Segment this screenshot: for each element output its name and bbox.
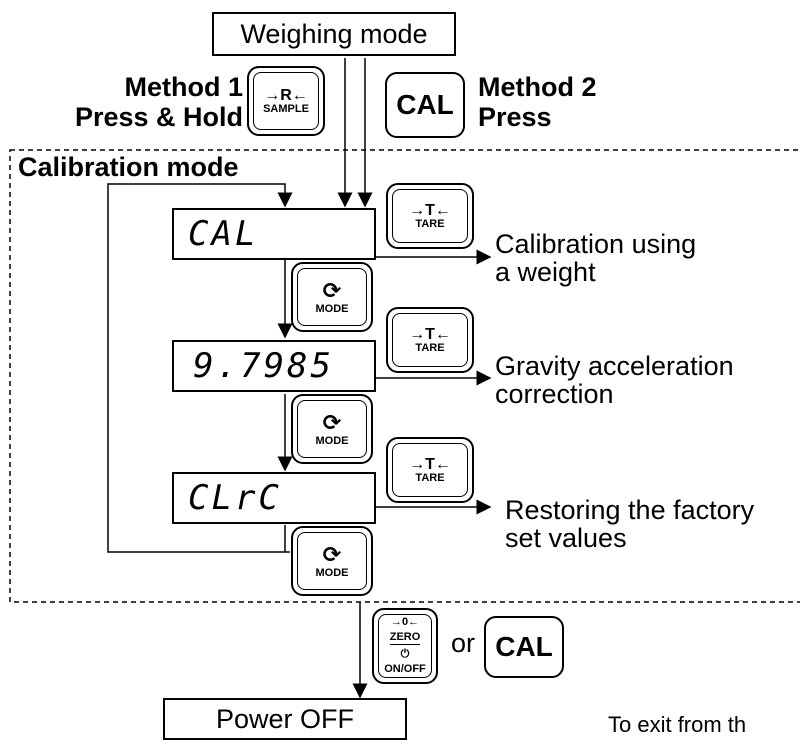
mode-key-1[interactable]: ⟳ MODE [291, 262, 373, 332]
tare-symbol-icon: →T← [409, 455, 451, 473]
loop-back-line [107, 183, 293, 553]
tare-symbol-icon: →T← [409, 201, 451, 219]
mode-cycle-icon: ⟳ [322, 542, 342, 568]
calibration-mode-label: Calibration mode [18, 152, 239, 182]
mode-key-label: MODE [315, 302, 349, 315]
method2-action: Press [478, 102, 552, 132]
mode-cycle-icon: ⟳ [322, 410, 342, 436]
method2-title: Method 2 [478, 72, 597, 102]
weighing-mode-label: Weighing mode [240, 18, 428, 49]
zero-key-label: ZERO [389, 631, 421, 645]
method1-title: Method 1 [124, 72, 244, 102]
tare-key-label: TARE [415, 218, 445, 231]
display-cal-value: CAL [188, 214, 259, 254]
sample-symbol-icon: →R← [264, 86, 308, 104]
tare-key-label: TARE [415, 342, 445, 355]
desc-restore-line2: set values [505, 523, 627, 553]
calibration-mode-region [9, 149, 800, 603]
tare-key-2[interactable]: →T← TARE [386, 307, 474, 373]
mode-cycle-icon: ⟳ [322, 278, 342, 304]
zero-onoff-key[interactable]: →0← ZERO ⏻ ON/OFF [372, 608, 438, 684]
power-icon: ⏻ [400, 648, 410, 660]
display-cal: CAL [172, 208, 376, 260]
desc-restore-line1: Restoring the factory [505, 495, 755, 525]
desc-gravity: Gravity acceleration correction [495, 352, 734, 408]
weighing-mode-box: Weighing mode [212, 12, 456, 56]
cal-key-top-label: CAL [396, 89, 454, 120]
sample-key[interactable]: →R← SAMPLE [247, 66, 325, 136]
tare-key-label: TARE [415, 472, 445, 485]
or-text: or [451, 628, 476, 658]
power-off-label: Power OFF [215, 703, 355, 734]
power-off-box: Power OFF [163, 698, 407, 740]
desc-restore: Restoring the factory set values [505, 496, 754, 552]
desc-gravity-line1: Gravity acceleration [495, 351, 734, 381]
method1-text: Method 1 Press & Hold [75, 72, 243, 132]
mode-key-label: MODE [315, 434, 349, 447]
cal-key-top[interactable]: CAL [385, 72, 465, 138]
mode-key-2[interactable]: ⟳ MODE [291, 394, 373, 464]
display-clrc-value: CLrC [188, 478, 282, 518]
desc-calibration: Calibration using a weight [495, 230, 696, 286]
mode-key-label: MODE [315, 566, 349, 579]
method1-action: Press & Hold [74, 102, 243, 132]
cal-key-bottom-label: CAL [495, 631, 553, 662]
display-gravity: 9.7985 [172, 340, 376, 392]
desc-calibration-line2: a weight [495, 257, 596, 287]
desc-calibration-line1: Calibration using [495, 229, 697, 259]
cal-key-bottom[interactable]: CAL [484, 616, 564, 678]
display-gravity-value: 9.7985 [193, 346, 334, 386]
zero-symbol-icon: →0← [390, 616, 420, 628]
sample-key-label: SAMPLE [263, 103, 309, 116]
desc-gravity-line2: correction [495, 379, 614, 409]
method2-text: Method 2 Press [478, 72, 597, 132]
display-clrc: CLrC [172, 472, 376, 524]
mode-key-3[interactable]: ⟳ MODE [291, 526, 373, 596]
tare-key-3[interactable]: →T← TARE [386, 437, 474, 503]
onoff-key-label: ON/OFF [384, 663, 426, 675]
exit-note: To exit from th [608, 712, 747, 737]
tare-key-1[interactable]: →T← TARE [386, 183, 474, 249]
tare-symbol-icon: →T← [409, 325, 451, 343]
